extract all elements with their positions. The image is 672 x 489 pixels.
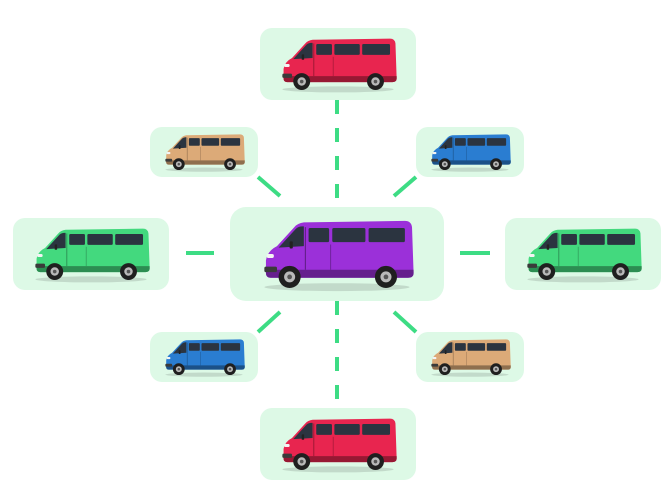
node-tile-top: [260, 28, 416, 100]
connector-upper-left: [256, 175, 282, 198]
node-tile-bottom: [260, 408, 416, 480]
hub-tile: [230, 207, 444, 301]
van-icon: [431, 339, 511, 377]
node-tile-right: [505, 218, 661, 290]
connector-upper-right: [392, 175, 418, 198]
van-icon: [264, 220, 414, 292]
connector-lower-left: [256, 310, 282, 334]
van-icon: [165, 134, 245, 172]
node-tile-upper-left: [150, 127, 258, 177]
node-tile-upper-right: [416, 127, 524, 177]
node-tile-lower-right: [416, 332, 524, 382]
node-tile-left: [13, 218, 169, 290]
tiles: [13, 28, 661, 480]
connectors: [186, 100, 490, 408]
van-icon: [282, 38, 397, 93]
van-icon: [282, 418, 397, 473]
van-icon: [35, 228, 150, 283]
van-icon: [431, 134, 511, 172]
van-icon: [165, 339, 245, 377]
node-tile-lower-left: [150, 332, 258, 382]
van-icon: [527, 228, 642, 283]
connector-lower-right: [392, 310, 418, 334]
